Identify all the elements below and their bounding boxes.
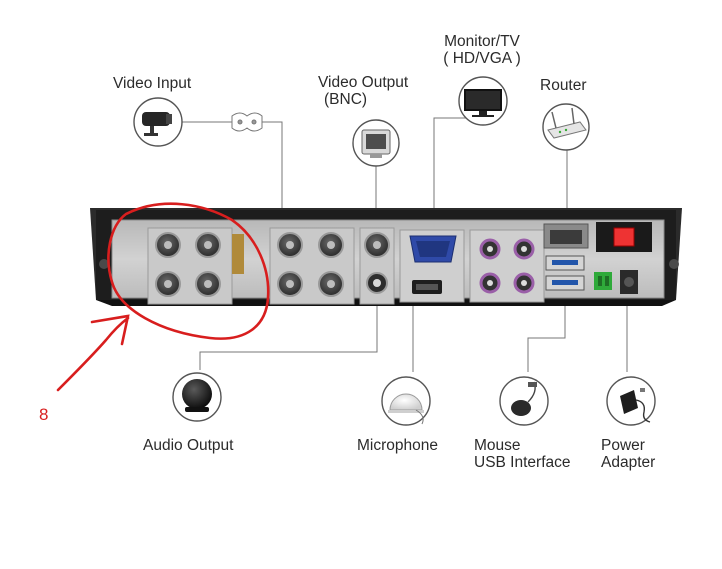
- label-power-line1: Power: [601, 437, 645, 454]
- video-input-bnc-group: [147, 227, 244, 305]
- lan-usb-group: [543, 223, 589, 291]
- vga-hdmi-group: [399, 229, 465, 303]
- microphone-icon: [381, 376, 431, 426]
- line-mouse: [527, 300, 566, 372]
- label-mouse: Mouse USB Interface: [474, 437, 571, 471]
- red-highlight-annotation: [56, 202, 270, 392]
- label-video-output-line1: Video Output: [318, 74, 409, 91]
- label-video-output-line2: (BNC): [324, 91, 368, 108]
- label-video-input: Video Input: [113, 75, 192, 92]
- power-adapter-icon: [606, 376, 656, 426]
- label-microphone: Microphone: [357, 437, 438, 454]
- label-video-output: Video Output (BNC): [318, 74, 409, 108]
- arrow-shaft: [56, 316, 130, 392]
- label-mouse-line1: Mouse: [474, 437, 521, 454]
- crt-monitor-icon: [352, 119, 400, 167]
- speaker-icon: [172, 372, 222, 422]
- cable-clip: [231, 112, 263, 132]
- annotation-number: 8: [39, 405, 49, 424]
- bnc-connector: [195, 232, 221, 258]
- line-monitor-top: [433, 117, 466, 140]
- label-monitor: Monitor/TV ( HD/VGA ): [432, 33, 532, 67]
- connector-lines: [178, 117, 628, 372]
- router-icon: [542, 103, 590, 151]
- line-audio-output: [199, 290, 378, 370]
- rca-audio-group: [469, 229, 545, 303]
- mouse-icon: [499, 376, 549, 426]
- label-router: Router: [540, 77, 587, 94]
- label-power-line2: Adapter: [601, 454, 656, 471]
- label-audio-output: Audio Output: [143, 437, 234, 454]
- bnc-connector: [318, 232, 344, 258]
- video-bnc-group-2: [269, 227, 355, 305]
- bnc-connector: [277, 271, 303, 297]
- bnc-connector: [195, 271, 221, 297]
- label-monitor-line2: ( HD/VGA ): [443, 50, 521, 67]
- label-mouse-line2: USB Interface: [474, 454, 571, 471]
- arrow-head: [90, 314, 130, 346]
- label-monitor-line1: Monitor/TV: [444, 33, 520, 50]
- bnc-connector: [155, 232, 181, 258]
- cctv-camera-icon: [133, 97, 183, 147]
- label-power: Power Adapter: [601, 437, 655, 471]
- power-group: [594, 222, 652, 294]
- bnc-connector: [318, 271, 344, 297]
- line-video-input-drop: [262, 121, 283, 232]
- flat-tv-icon: [458, 76, 508, 126]
- bnc-connector: [277, 232, 303, 258]
- highlight-circle: [107, 202, 270, 340]
- bnc-connector: [155, 271, 181, 297]
- output-column: [359, 227, 395, 305]
